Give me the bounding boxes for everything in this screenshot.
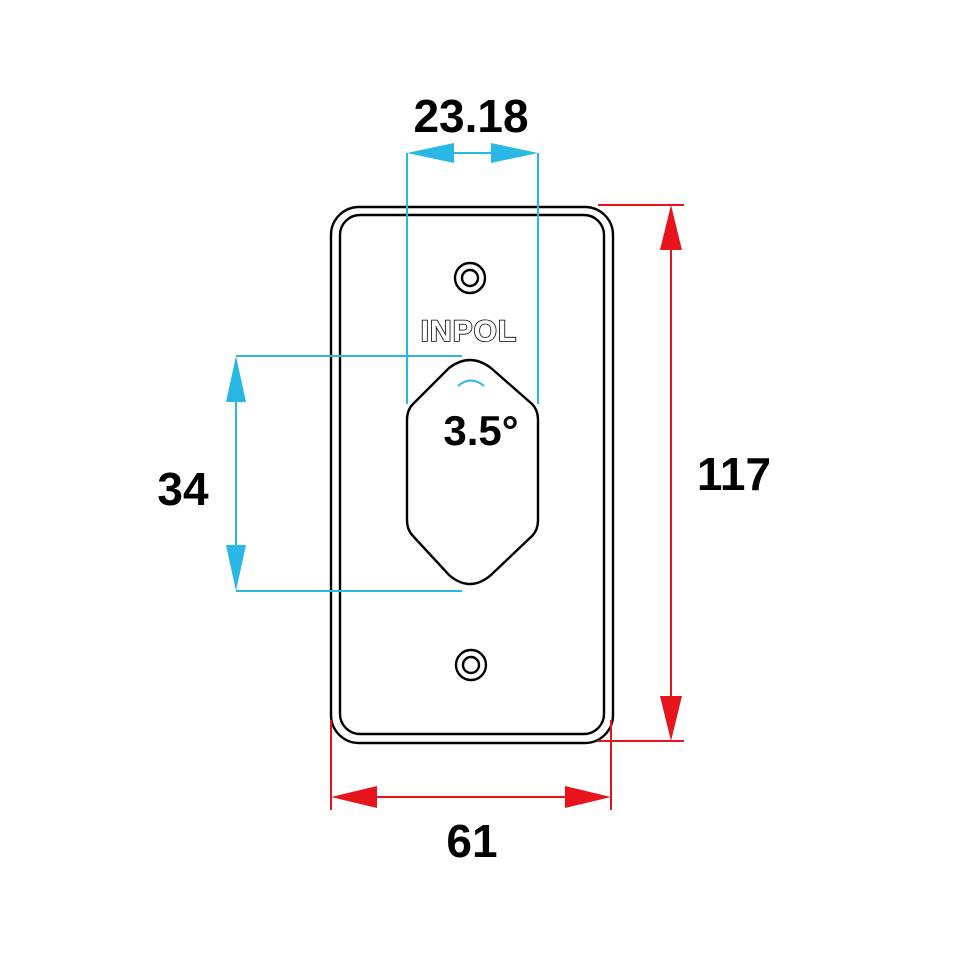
angle-label: 3.5°: [443, 407, 518, 454]
mounting-hole-top: [453, 261, 487, 295]
dimension-left-height: [226, 355, 462, 592]
mounting-hole-bottom: [454, 648, 488, 682]
dimension-right-height: [598, 204, 684, 742]
plate-outer-edge: [329, 205, 615, 745]
plate-inner-edge: [338, 213, 606, 736]
dimension-label-left-height: 34: [157, 463, 209, 515]
brand-logo: INPOL: [421, 315, 518, 348]
socket-opening: [405, 358, 540, 586]
plate-outline: [329, 205, 615, 745]
dimension-top-width: [406, 143, 539, 404]
dimension-label-top-width: 23.18: [413, 90, 528, 142]
dimension-label-bottom-width: 61: [446, 815, 497, 867]
angle-indicator-arc: [457, 379, 485, 387]
dimension-label-right-height: 117: [697, 448, 771, 500]
dimension-bottom-width: [330, 720, 612, 810]
